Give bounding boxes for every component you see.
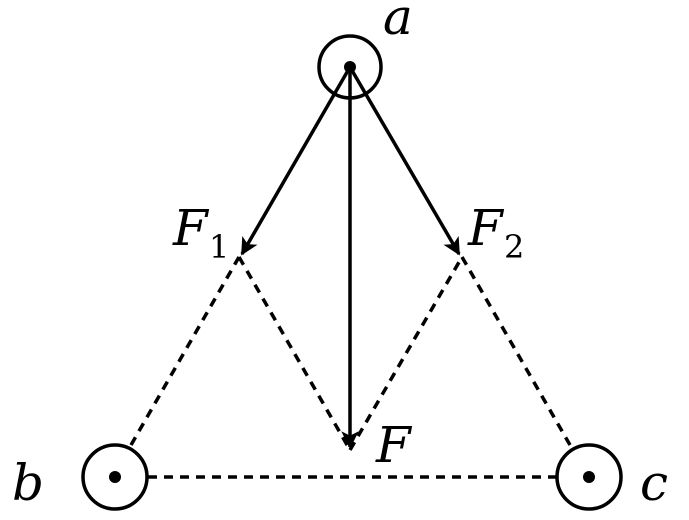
label-f2: F xyxy=(467,199,505,257)
wire-b-symbol xyxy=(81,443,149,511)
vector-f1-arrow xyxy=(240,66,352,256)
label-f1-subscript: 1 xyxy=(209,228,229,266)
wire-a-symbol xyxy=(317,34,383,100)
label-f: F xyxy=(375,416,413,474)
label-b: b xyxy=(12,454,44,512)
label-f1: F xyxy=(172,199,210,257)
vector-f2-arrow xyxy=(348,66,461,256)
dashed-line-f-f2 xyxy=(348,256,464,451)
label-c: c xyxy=(640,454,668,512)
dashed-line-f1-f xyxy=(237,256,352,451)
dashed-line-f2-c xyxy=(460,256,572,446)
dashed-line-b-f1 xyxy=(129,256,241,446)
label-a: a xyxy=(383,0,413,46)
label-f2-subscript: 2 xyxy=(504,228,524,266)
wire-c-symbol xyxy=(555,443,623,511)
